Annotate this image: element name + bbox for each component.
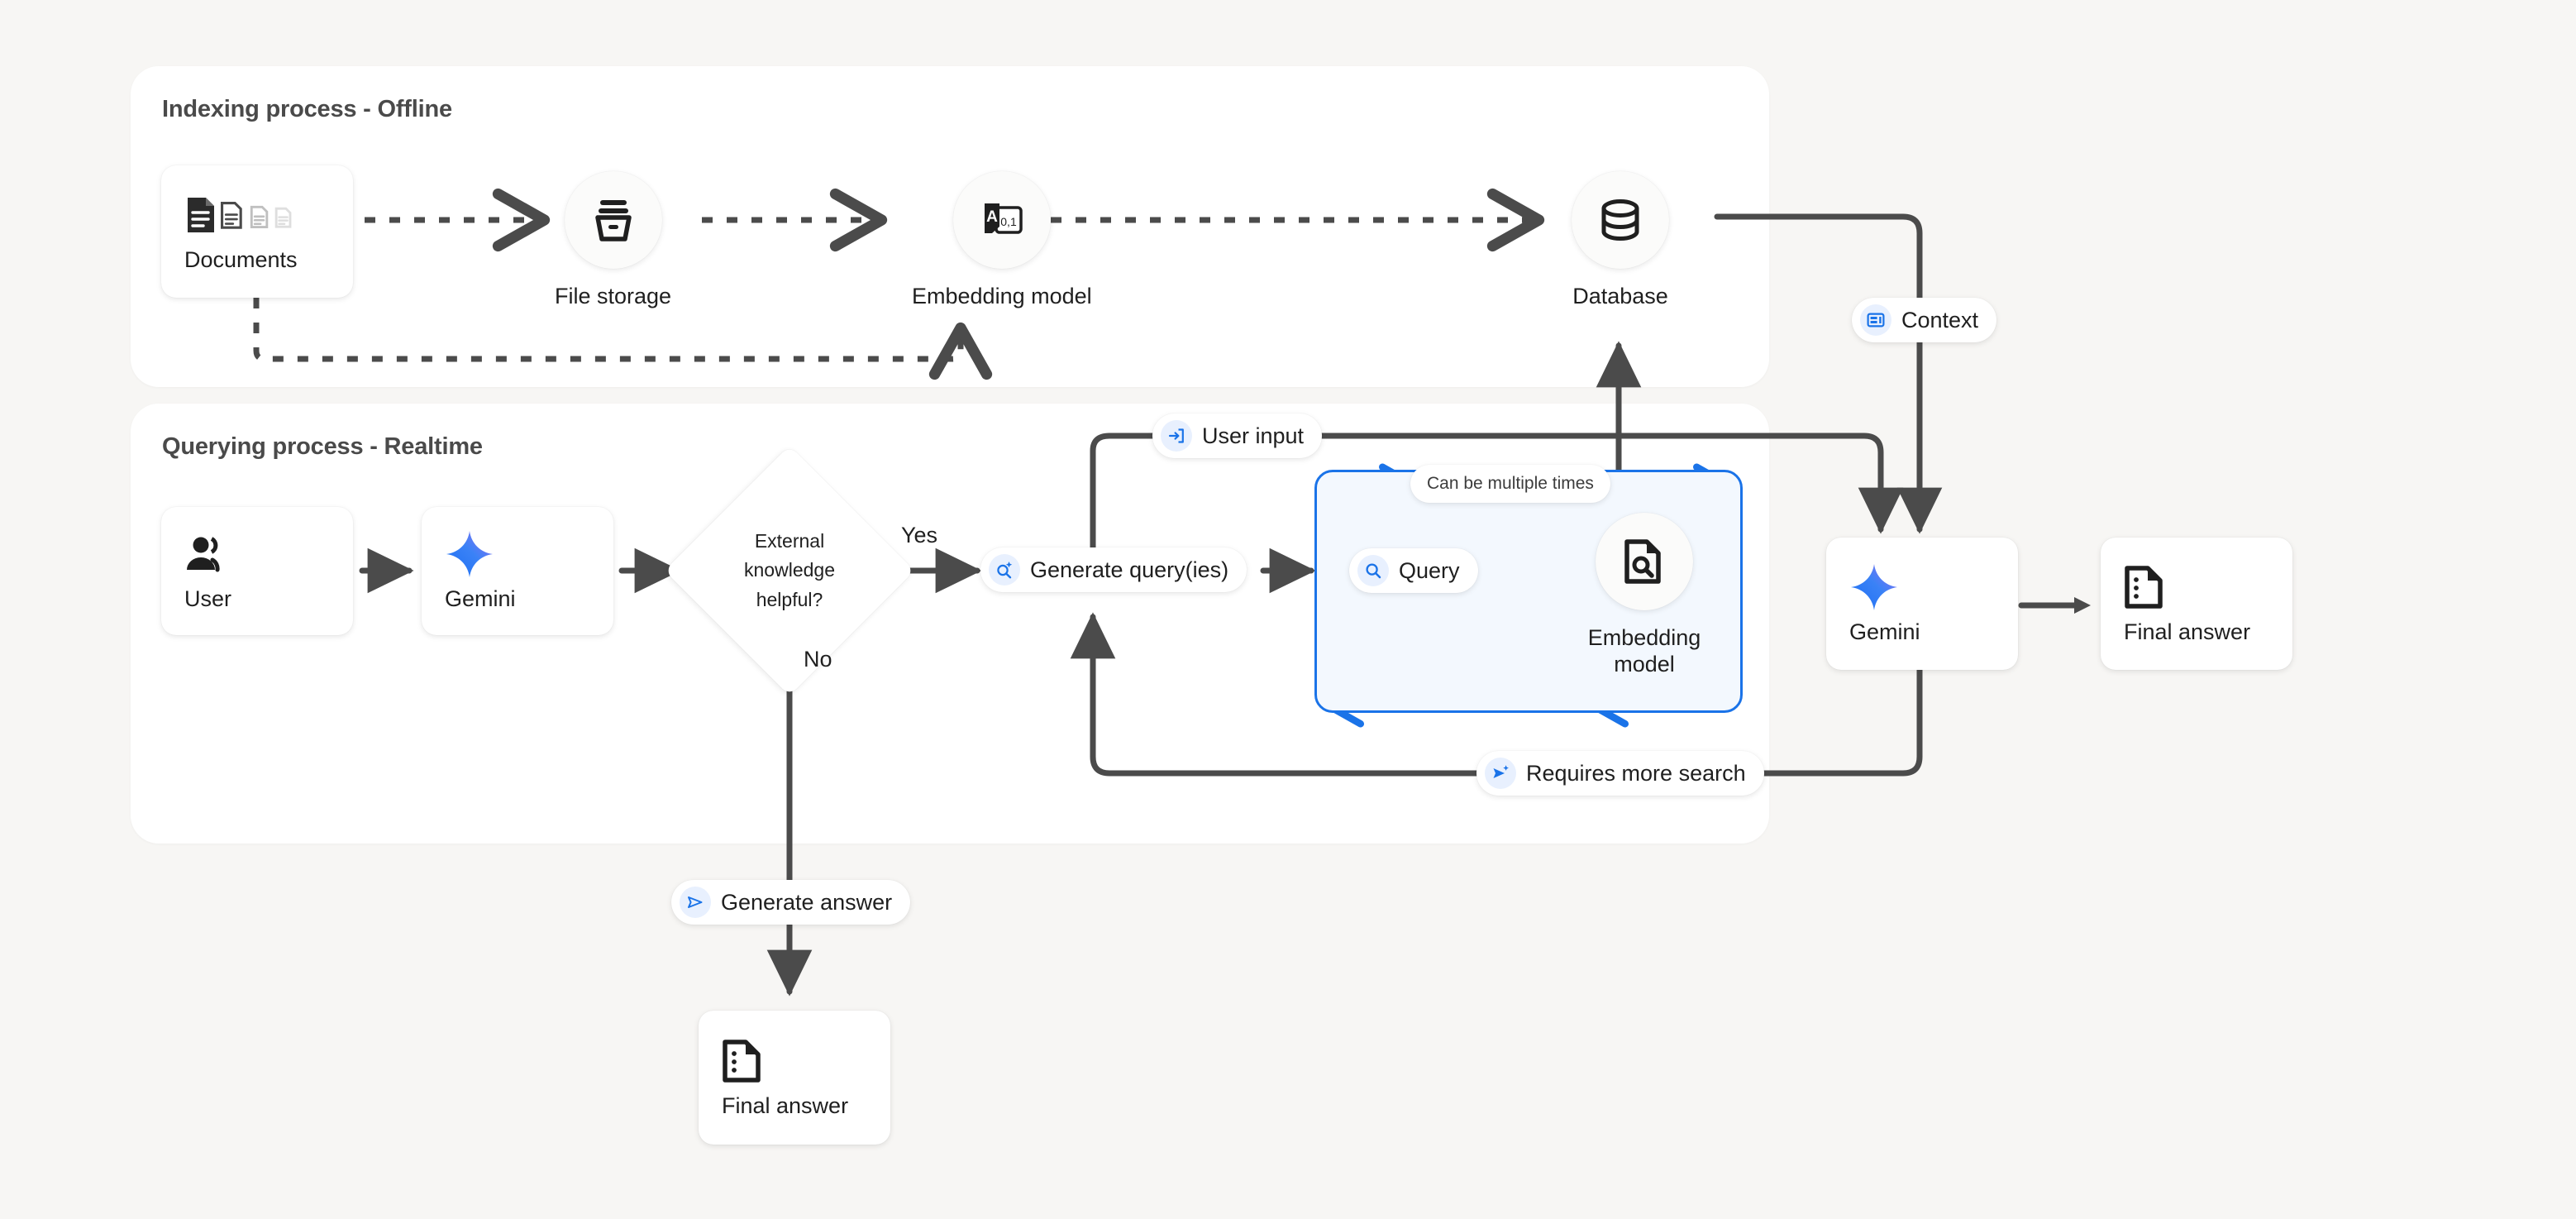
- card-user[interactable]: User: [161, 507, 353, 635]
- user-input-label: User input: [1202, 423, 1305, 448]
- decision-line-1: External: [754, 529, 825, 552]
- generate-queries-label: Generate query(ies): [1030, 557, 1229, 582]
- file-storage-label: File storage: [555, 284, 672, 308]
- branch-label-yes: Yes: [901, 523, 938, 547]
- decision-line-3: helpful?: [756, 588, 823, 610]
- send-icon: [680, 887, 711, 918]
- node-embedding-model-query[interactable]: Embedding model: [1570, 513, 1719, 678]
- card-final-answer-right[interactable]: Final answer: [2101, 538, 2292, 670]
- loop-note-label: Can be multiple times: [1427, 474, 1594, 493]
- loop-note-can-be-multiple-times: Can be multiple times: [1410, 465, 1610, 503]
- final-answer-right-label: Final answer: [2124, 619, 2251, 644]
- edge-label-user-input[interactable]: User input: [1152, 414, 1323, 458]
- requires-more-search-label: Requires more search: [1526, 760, 1746, 786]
- login-arrow-icon: [1161, 420, 1192, 452]
- action-generate-queries[interactable]: Generate query(ies): [980, 547, 1247, 592]
- card-final-answer-bottom[interactable]: Final answer: [699, 1011, 890, 1145]
- documents-label: Documents: [184, 246, 298, 272]
- card-gemini-right[interactable]: Gemini: [1826, 538, 2018, 670]
- panel-querying-title: Querying process - Realtime: [162, 433, 483, 460]
- send-sparkle-icon: [1485, 758, 1516, 789]
- generate-answer-label: Generate answer: [721, 889, 893, 915]
- decision-external-knowledge[interactable]: External knowledge helpful?: [664, 445, 915, 696]
- panel-indexing-title: Indexing process - Offline: [162, 96, 452, 122]
- embedding-model-icon: 0,1 A: [952, 171, 1051, 269]
- gemini-right-label: Gemini: [1849, 619, 1920, 644]
- context-card-icon: [1860, 304, 1891, 336]
- search-sparkle-icon: [989, 554, 1020, 586]
- node-embedding-model-index[interactable]: 0,1 A Embedding model: [912, 171, 1092, 310]
- edge-label-generate-answer[interactable]: Generate answer: [671, 880, 911, 925]
- document-search-icon: [1596, 513, 1693, 610]
- answer-document-icon: [2124, 563, 2292, 611]
- documents-icon: [184, 191, 353, 239]
- gemini-left-label: Gemini: [445, 586, 516, 611]
- database-icon: [1572, 171, 1669, 269]
- card-gemini-left[interactable]: Gemini: [422, 507, 613, 635]
- node-database[interactable]: Database: [1572, 171, 1669, 310]
- card-documents[interactable]: Documents: [161, 165, 353, 298]
- arrow-gemini-to-final: [2018, 597, 2091, 614]
- embedding-model-label: Embedding model: [912, 284, 1092, 308]
- final-answer-bottom-label: Final answer: [722, 1092, 849, 1118]
- gemini-sparkle-icon: [445, 530, 613, 578]
- node-file-storage[interactable]: File storage: [555, 171, 671, 310]
- edge-label-context[interactable]: Context: [1852, 298, 1997, 342]
- file-storage-icon: [564, 171, 662, 269]
- answer-document-icon: [722, 1037, 890, 1085]
- query-label: Query: [1399, 557, 1460, 583]
- edge-label-requires-more-search[interactable]: Requires more search: [1476, 751, 1764, 796]
- svg-text:0,1: 0,1: [1000, 215, 1017, 228]
- context-label: Context: [1901, 307, 1979, 332]
- decision-line-2: knowledge: [744, 559, 835, 581]
- branch-label-no: No: [804, 647, 832, 672]
- database-label: Database: [1572, 284, 1668, 308]
- user-label: User: [184, 586, 232, 611]
- node-query[interactable]: Query: [1349, 548, 1478, 593]
- gemini-sparkle-icon: [1849, 563, 2018, 611]
- search-icon: [1357, 555, 1389, 586]
- svg-text:A: A: [986, 208, 998, 226]
- user-group-icon: [184, 530, 353, 578]
- decision-text: External knowledge helpful?: [701, 482, 878, 659]
- embedding-model-query-label: Embedding model: [1587, 625, 1701, 676]
